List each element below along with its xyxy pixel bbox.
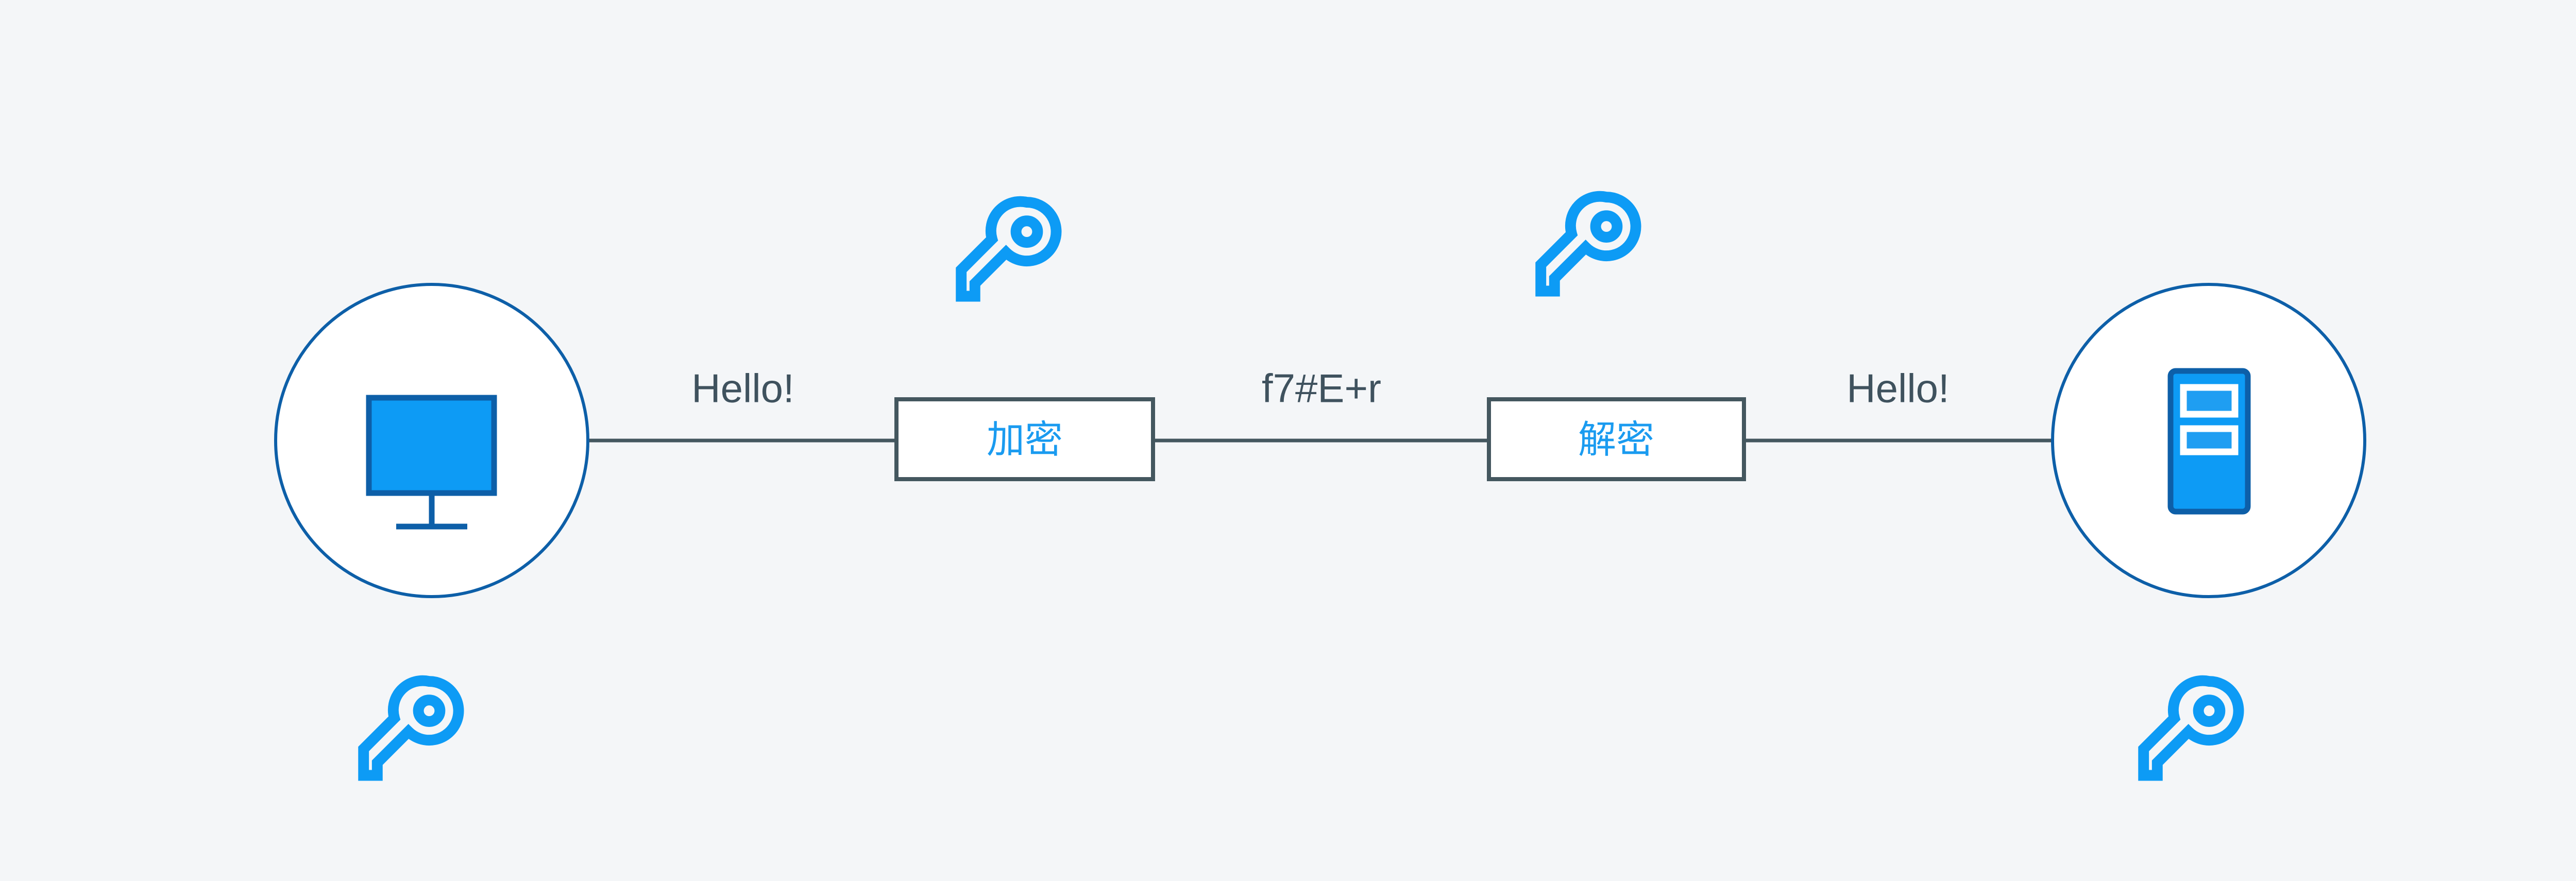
node-client[interactable]	[274, 283, 589, 598]
encrypt-box-label: 加密	[987, 418, 1063, 462]
key-hole	[2193, 694, 2226, 727]
key-hole	[413, 694, 446, 727]
edge-label-group: Hello! f7#E+r Hello!	[691, 366, 1949, 411]
label-ciphertext: f7#E+r	[1262, 366, 1381, 411]
key-hole	[1590, 210, 1623, 243]
server-slot-lower	[2180, 425, 2239, 455]
key-body-path	[1535, 191, 1641, 297]
key-icon-server-top	[1535, 191, 1641, 297]
key-icon-server-bottom	[2138, 675, 2244, 781]
decrypt-box[interactable]: 解密	[1487, 397, 1746, 481]
key-icon-client-top	[956, 196, 1062, 302]
label-plaintext-left: Hello!	[691, 366, 794, 411]
decrypt-box-label: 解密	[1578, 418, 1654, 462]
key-body-path	[956, 196, 1062, 302]
monitor-screen	[366, 395, 497, 496]
key-body-path	[358, 675, 464, 781]
key-icon-client-bottom	[358, 675, 464, 781]
encrypt-box[interactable]: 加密	[894, 397, 1155, 481]
key-hole	[1010, 215, 1043, 248]
decrypt-box-rect	[1487, 397, 1746, 481]
label-plaintext-right: Hello!	[1846, 366, 1949, 411]
server-tower-icon	[2167, 368, 2251, 515]
encrypt-box-rect	[894, 397, 1155, 481]
server-slot-upper	[2180, 384, 2239, 418]
node-server[interactable]	[2051, 283, 2366, 598]
desktop-monitor-icon	[366, 395, 497, 530]
monitor-stand	[396, 493, 467, 530]
key-body-path	[2138, 675, 2244, 781]
